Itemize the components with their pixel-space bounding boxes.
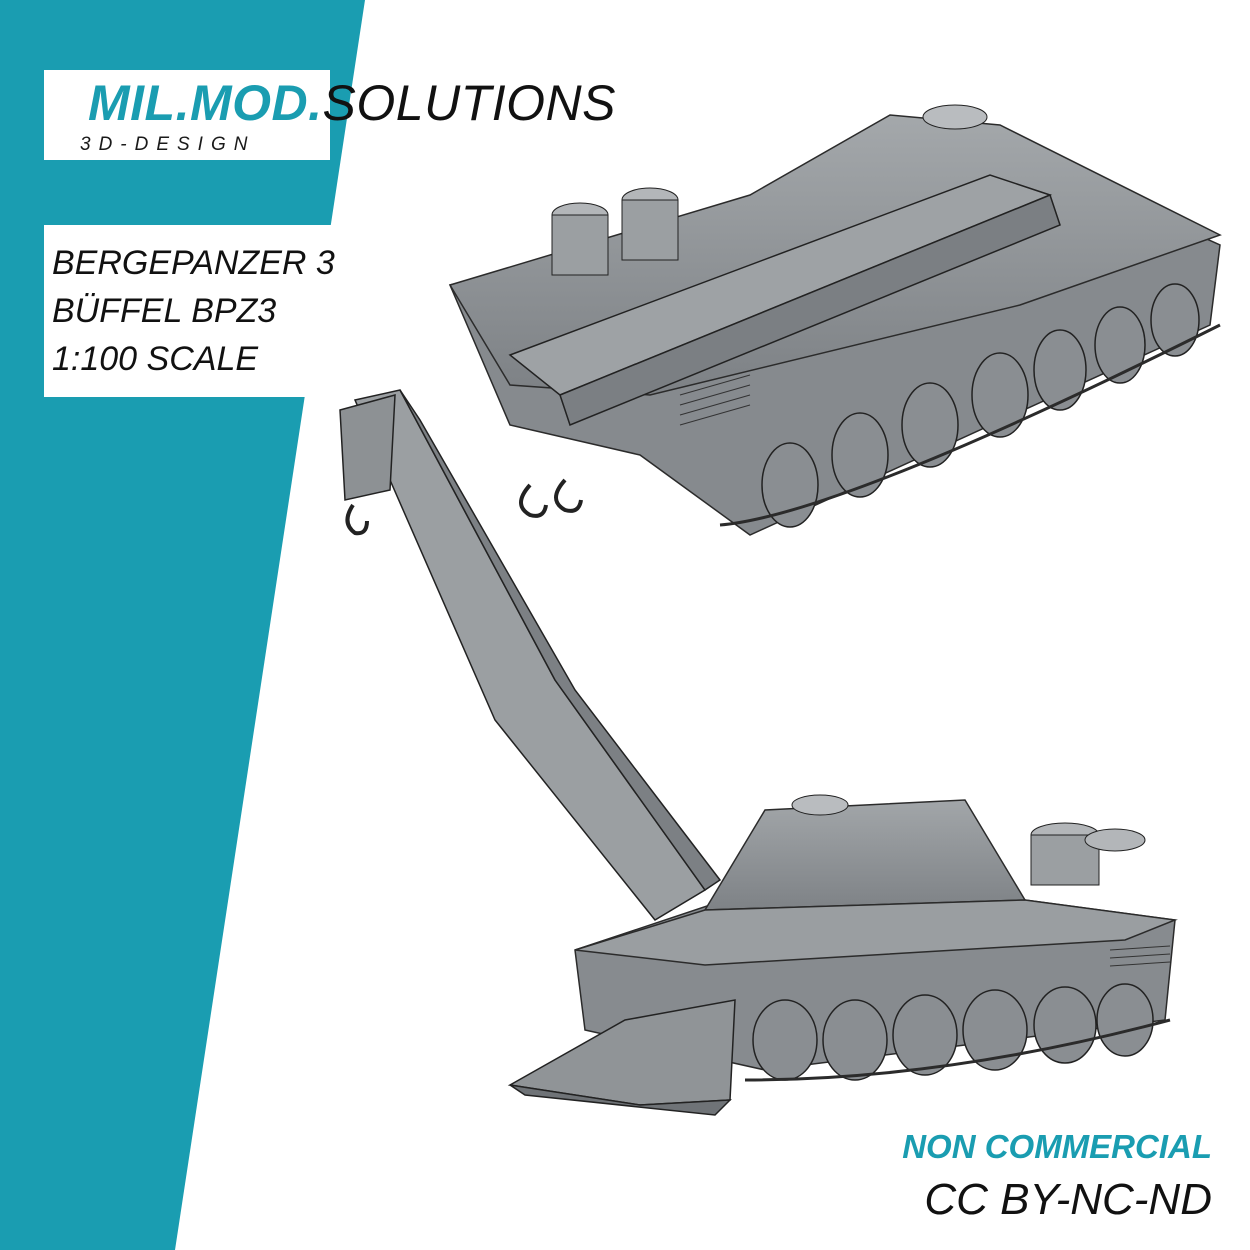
tank-render-bottom (339, 389, 1178, 1116)
brand-tagline: 3D-DESIGN (80, 134, 256, 155)
tank-render-top (448, 104, 1222, 536)
logo-panel (44, 70, 330, 160)
license-code: CC BY-NC-ND (924, 1175, 1212, 1224)
model-scale-line: 1:100 SCALE (52, 340, 259, 378)
license-usage: NON COMMERCIAL (902, 1128, 1212, 1165)
brand-logo: MIL.MOD.SOLUTIONS (88, 74, 616, 132)
brand-name-rest: SOLUTIONS (322, 75, 616, 131)
brand-name-accent: MIL.MOD. (88, 75, 323, 131)
model-name-line: BERGEPANZER 3 (52, 244, 335, 282)
model-info-panel (44, 225, 344, 397)
model-variant-line: BÜFFEL BPZ3 (52, 292, 277, 330)
